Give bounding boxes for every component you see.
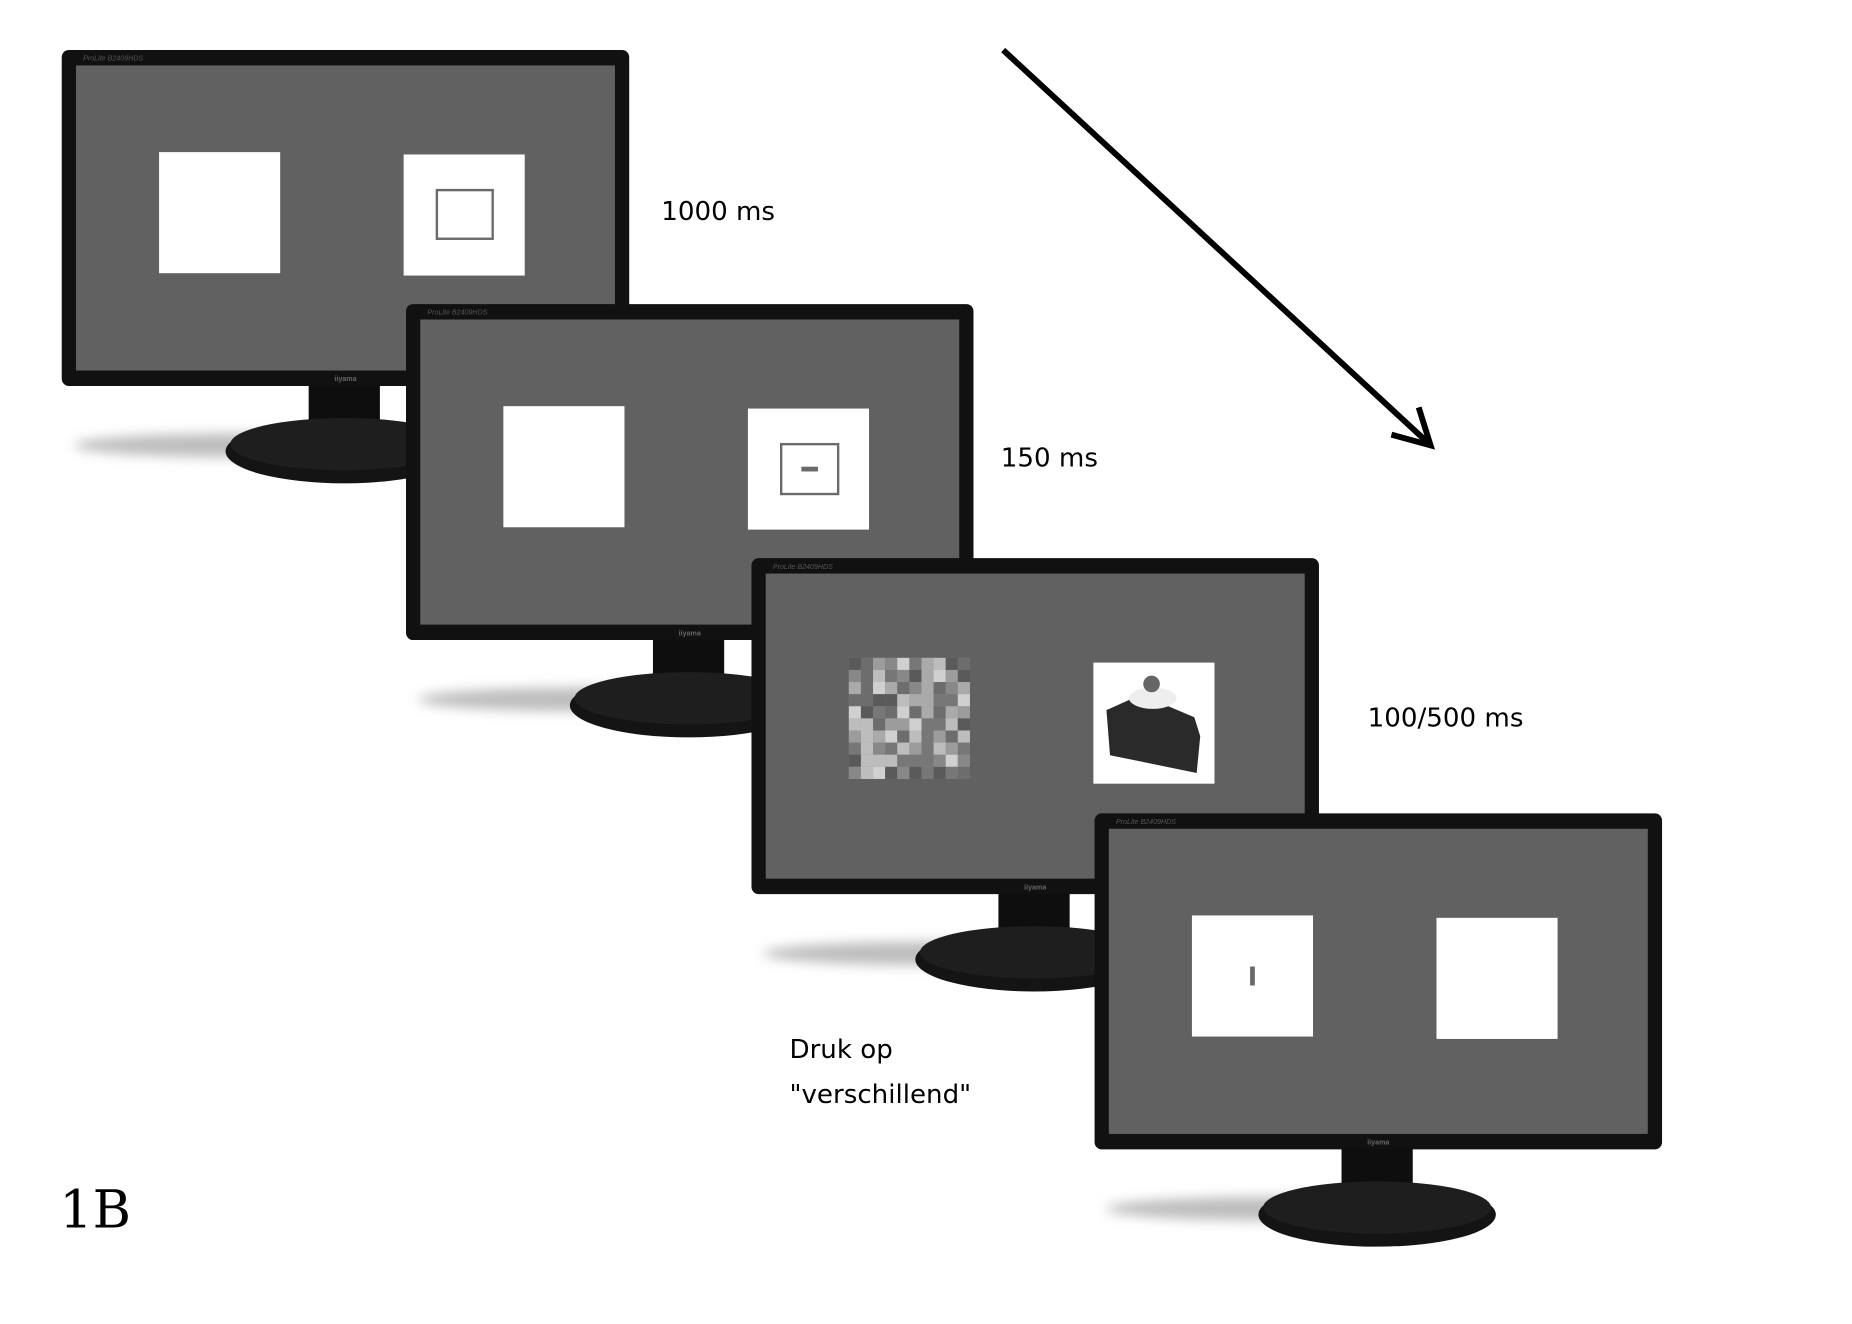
monitor-2: ProLite B2409HDS iiyama [406, 304, 974, 738]
monitor-base-top [574, 672, 803, 725]
duration-label-1: 1000 ms [661, 197, 775, 227]
cake-image [1106, 675, 1201, 774]
monitor-model-label: ProLite B2409HDS [1116, 818, 1176, 826]
figure-label: 1B [59, 1181, 131, 1241]
duration-label-2: 150 ms [1001, 444, 1098, 474]
right-placeholder [1436, 917, 1558, 1039]
monitor-screen [1108, 828, 1648, 1134]
monitor-brand-logo: iiyama [1024, 883, 1046, 891]
duration-label-3: 100/500 ms [1368, 704, 1524, 734]
monitor-base-top [230, 418, 459, 471]
outline-cue [779, 442, 840, 496]
left-placeholder [503, 406, 625, 528]
monitor-model-label: ProLite B2409HDS [83, 55, 143, 63]
instruction-line-2: "verschillend" [789, 1080, 971, 1110]
monitor-model-label: ProLite B2409HDS [427, 309, 487, 317]
monitor-brand-logo: iiyama [679, 629, 701, 637]
monitor-4: ProLite B2409HDS iiyama [1094, 813, 1663, 1247]
left-placeholder [159, 152, 281, 274]
monitor-base-top [1263, 1181, 1492, 1234]
instruction-line-1: Druk op [789, 1035, 892, 1065]
monitor-model-label: ProLite B2409HDS [773, 563, 833, 571]
horizontal-line-cue [801, 466, 818, 472]
monitor-brand-logo: iiyama [334, 375, 356, 383]
right-placeholder [403, 154, 525, 276]
monitor-neck [652, 636, 725, 680]
time-arrow [1001, 47, 1436, 450]
monitor-brand-logo: iiyama [1367, 1139, 1389, 1147]
outline-cue [435, 188, 494, 240]
vertical-line-probe [1250, 966, 1255, 986]
scrambled-image [848, 657, 970, 779]
monitor-base-top [920, 926, 1149, 979]
